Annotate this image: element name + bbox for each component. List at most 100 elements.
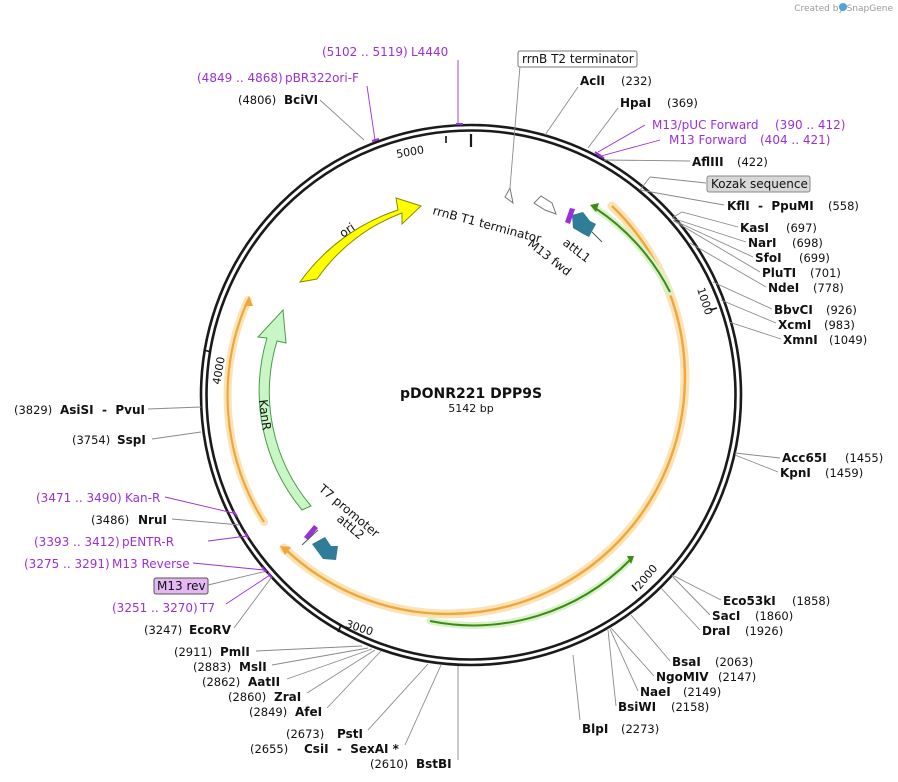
primer-label-pbr322[interactable]: pBR322ori-F: [285, 71, 359, 85]
primer-label-kanr[interactable]: Kan-R: [125, 491, 160, 505]
green-arrow-upper-head: [590, 203, 599, 212]
site-pos-pluti: (701): [810, 266, 841, 280]
site-name-hpai[interactable]: HpaI: [620, 96, 651, 110]
site-name-ngomiv[interactable]: NgoMIV: [656, 670, 709, 684]
tick-label-2000: 2000: [632, 562, 660, 592]
primer-label-m13puc[interactable]: M13/pUC Forward: [652, 118, 759, 132]
site-pos-acc65i: (1455): [845, 451, 883, 465]
primer-label-t7[interactable]: T7: [199, 601, 215, 615]
tick-marks: [203, 136, 718, 633]
site-name-ndei[interactable]: NdeI: [768, 281, 799, 295]
site-leaders-right: [544, 86, 782, 721]
site-name-bstbi[interactable]: BstBI: [416, 757, 452, 771]
leader-zrai: [306, 649, 376, 694]
leader-afliii: [603, 159, 691, 162]
site-name-naei[interactable]: NaeI: [640, 685, 671, 699]
site-pos-ecorv: (3247): [144, 623, 182, 637]
site-name-blpi[interactable]: BlpI: [582, 722, 608, 736]
leader-bcivi: [319, 99, 365, 141]
site-name-sfoi[interactable]: SfoI: [755, 251, 782, 265]
kanr-primer-leader: [164, 496, 234, 514]
site-name-acc65i[interactable]: Acc65I: [782, 451, 827, 465]
site-pos-drui: (3486): [91, 513, 129, 527]
site-name-xcmi[interactable]: XcmI: [778, 318, 811, 332]
tick-2000: [631, 584, 638, 592]
m13rev-primer-leader: [192, 562, 265, 571]
tick-label-1000: 1000: [694, 286, 715, 317]
primer-label-l4440[interactable]: L4440: [411, 45, 448, 59]
site-name-ecorv[interactable]: EcoRV: [189, 623, 232, 637]
site-name-zrai[interactable]: ZraI: [274, 690, 301, 704]
site-pos-blpi: (2273): [621, 722, 659, 736]
rrnb-t2-arrow: [504, 186, 514, 205]
kozak-leader-2: [649, 176, 707, 184]
backbone-inner: [205, 129, 737, 661]
leader-kpni: [734, 454, 779, 473]
leader-pluti: [673, 220, 761, 273]
leader-xmni: [728, 321, 782, 340]
site-pos-saci: (1860): [755, 609, 793, 623]
leader-kfli: [639, 189, 725, 206]
site-name-kasi[interactable]: KasI: [740, 221, 769, 235]
t7-primer-line: [301, 529, 319, 546]
m13puc-leader: [597, 124, 646, 153]
green-arrow-lower: [429, 559, 631, 627]
m13fwd-leader: [600, 139, 661, 157]
leader-aatii: [286, 648, 373, 680]
site-pos-afei: (2849): [249, 705, 287, 719]
leader-blpi: [572, 654, 581, 721]
site-pos-bsiwi: (2158): [671, 700, 709, 714]
leader-psti: [367, 663, 429, 731]
green-arrow-upper: [594, 207, 671, 293]
site-name-xmni[interactable]: XmnI: [783, 333, 818, 347]
site-name-psti[interactable]: PstI: [337, 727, 363, 741]
site-pos-hpai: (369): [667, 96, 698, 110]
tick-label-5000: 5000: [395, 143, 425, 161]
site-pos-sfoi: (699): [799, 251, 830, 265]
site-name-aatii[interactable]: AatII: [248, 675, 280, 689]
site-name-eco53ki[interactable]: Eco53kI: [723, 594, 776, 608]
site-name-bsai[interactable]: BsaI: [672, 655, 701, 669]
site-name-afliii[interactable]: AflIII: [692, 155, 724, 169]
primer-range-kanr: (3471 .. 3490): [36, 491, 122, 505]
site-name-afei[interactable]: AfeI: [295, 705, 322, 719]
site-pos-eco53ki: (1858): [792, 594, 830, 608]
site-name-bbvci[interactable]: BbvCI: [774, 303, 813, 317]
site-leaders-left: [147, 99, 459, 760]
site-name-pluti[interactable]: PluTI: [762, 266, 796, 280]
site-name-kpni[interactable]: KpnI: [780, 466, 811, 480]
site-name-pmli[interactable]: PmlI: [220, 645, 250, 659]
site-name-msli[interactable]: MslI: [239, 660, 267, 674]
site-name-drai[interactable]: DraI: [702, 624, 730, 638]
site-name-acli[interactable]: AclI: [580, 74, 605, 88]
site-name-drui[interactable]: NruI: [138, 513, 167, 527]
primer-label-m13rev[interactable]: M13 Reverse: [112, 557, 190, 571]
leader-eco53ki: [671, 574, 722, 601]
m13rev-primer-mark: [261, 566, 267, 573]
site-pos-afliii: (422): [737, 155, 768, 169]
leader-ngomiv: [610, 627, 655, 677]
kanr-arrow: [256, 308, 312, 511]
site-pos-csii: (2655): [250, 742, 288, 756]
primer-label-pentr[interactable]: pENTR-R: [122, 535, 174, 549]
site-name-kfli-ppumi[interactable]: KflI - PpuMI: [727, 199, 814, 213]
m13-rev-box: [153, 577, 209, 595]
kan-orf: [226, 299, 265, 523]
site-name-sspi[interactable]: SspI: [117, 433, 146, 447]
site-pos-acli: (232): [621, 74, 652, 88]
kanr-primer-mark: [232, 510, 238, 517]
pentr-primer-mark: [244, 532, 249, 539]
leader-ndei: [689, 242, 767, 288]
primer-label-m13fwd[interactable]: M13 Forward: [669, 133, 747, 147]
site-name-asisi-pvui[interactable]: AsiSI - PvuI: [60, 403, 145, 417]
site-name-bcivi[interactable]: BciVI: [284, 93, 318, 107]
site-name-bsiwi[interactable]: BsiWI: [618, 700, 656, 714]
site-name-nari[interactable]: NarI: [748, 236, 777, 250]
site-name-csii-sexai[interactable]: CsiI - SexAI *: [304, 742, 400, 756]
leader-pmli: [255, 645, 363, 652]
m13-rev-label: M13 rev: [157, 579, 206, 593]
site-pos-kasi: (697): [786, 221, 817, 235]
site-name-saci[interactable]: SacI: [712, 609, 740, 623]
primer-range-t7: (3251 .. 3270): [112, 601, 198, 615]
